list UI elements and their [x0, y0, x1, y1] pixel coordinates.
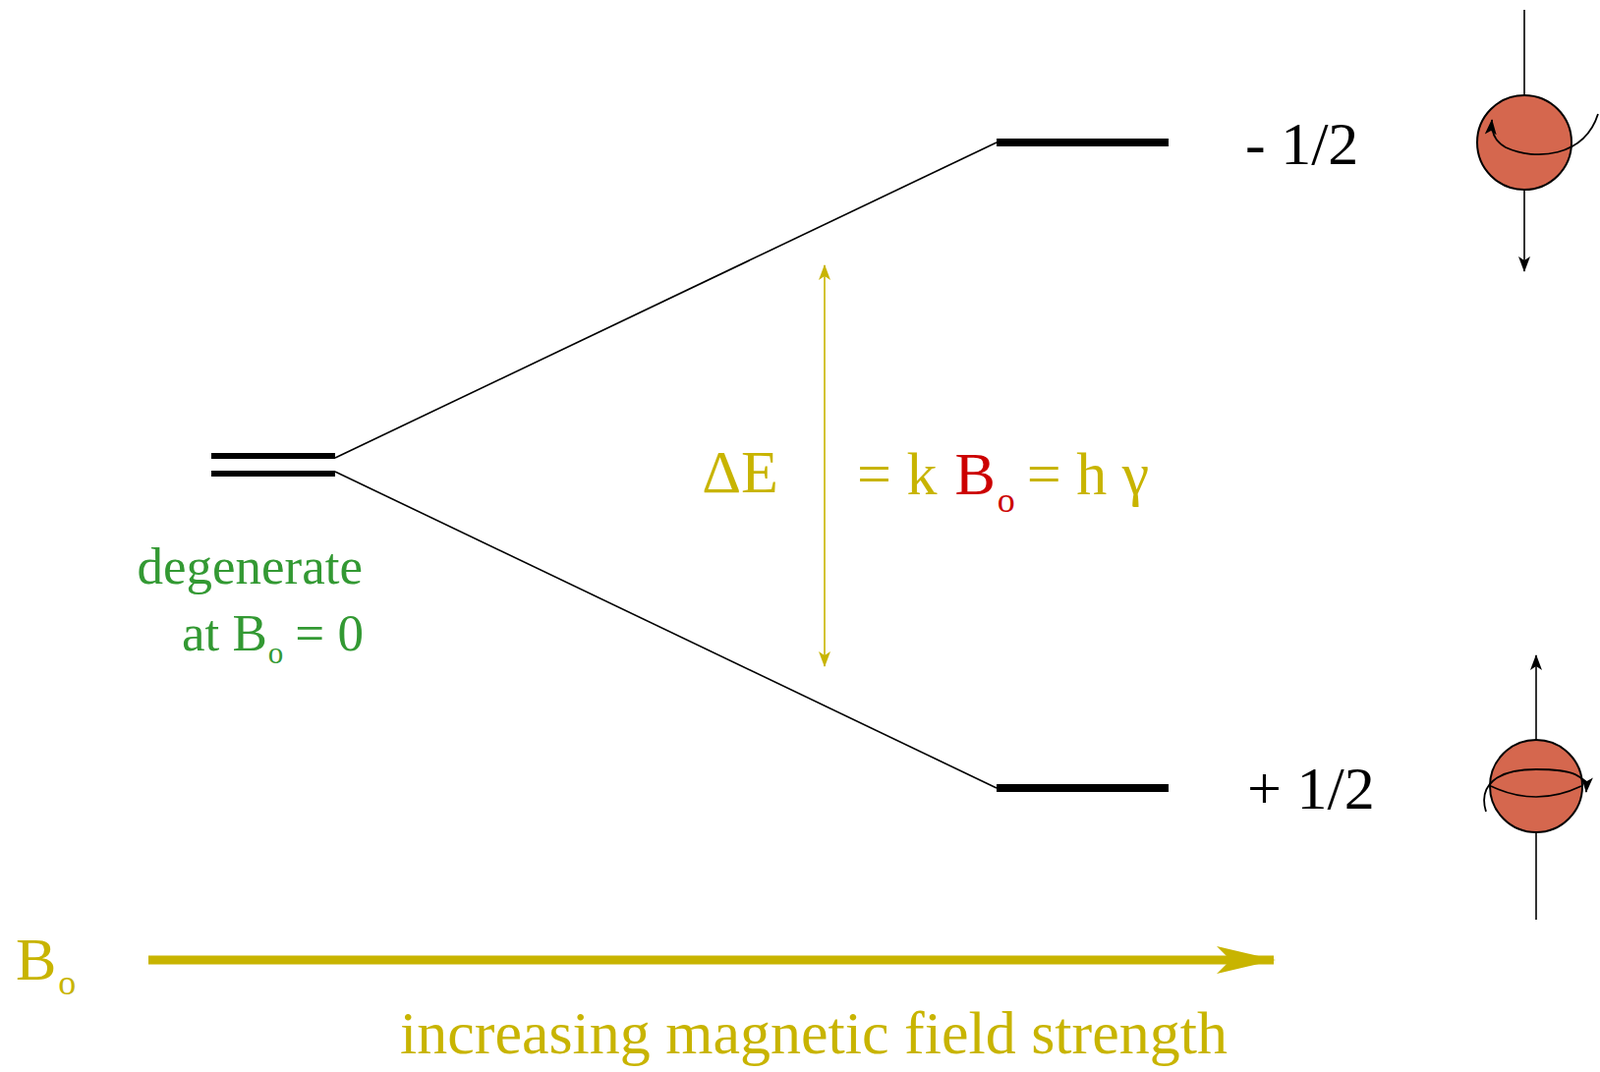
axis-title: increasing magnetic field strength — [400, 1002, 1228, 1064]
splitting-line — [335, 471, 997, 789]
equation-part: = k — [857, 443, 937, 505]
energy-gap-label: ΔE — [701, 441, 779, 503]
axis-symbol: B — [15, 928, 57, 990]
nucleus-equator — [1490, 786, 1582, 798]
degenerate-level — [211, 470, 336, 477]
note-text: degenerate — [137, 540, 364, 593]
subscript: o — [997, 482, 1016, 518]
field-axis-arrow — [148, 956, 1274, 966]
splitting-line — [335, 142, 997, 458]
energy-gap-arrow — [823, 265, 826, 667]
spin-rotation-arrow — [1491, 114, 1599, 155]
spin-state-label: - 1/2 — [1245, 113, 1359, 174]
nucleus-ball — [1489, 740, 1583, 833]
subscript: o — [57, 965, 76, 1001]
degenerate-level — [211, 453, 336, 459]
spin-rotation-arrow — [1484, 769, 1587, 812]
equation-part: = h γ — [1027, 443, 1149, 505]
spin-state-label: + 1/2 — [1247, 757, 1375, 819]
note-text: at B — [181, 607, 268, 660]
energy-level — [996, 138, 1169, 147]
field-symbol: B — [954, 443, 995, 505]
subscript: o — [268, 637, 285, 669]
nucleus-ball — [1477, 95, 1572, 190]
energy-level — [996, 784, 1169, 793]
note-text: = 0 — [294, 607, 364, 660]
